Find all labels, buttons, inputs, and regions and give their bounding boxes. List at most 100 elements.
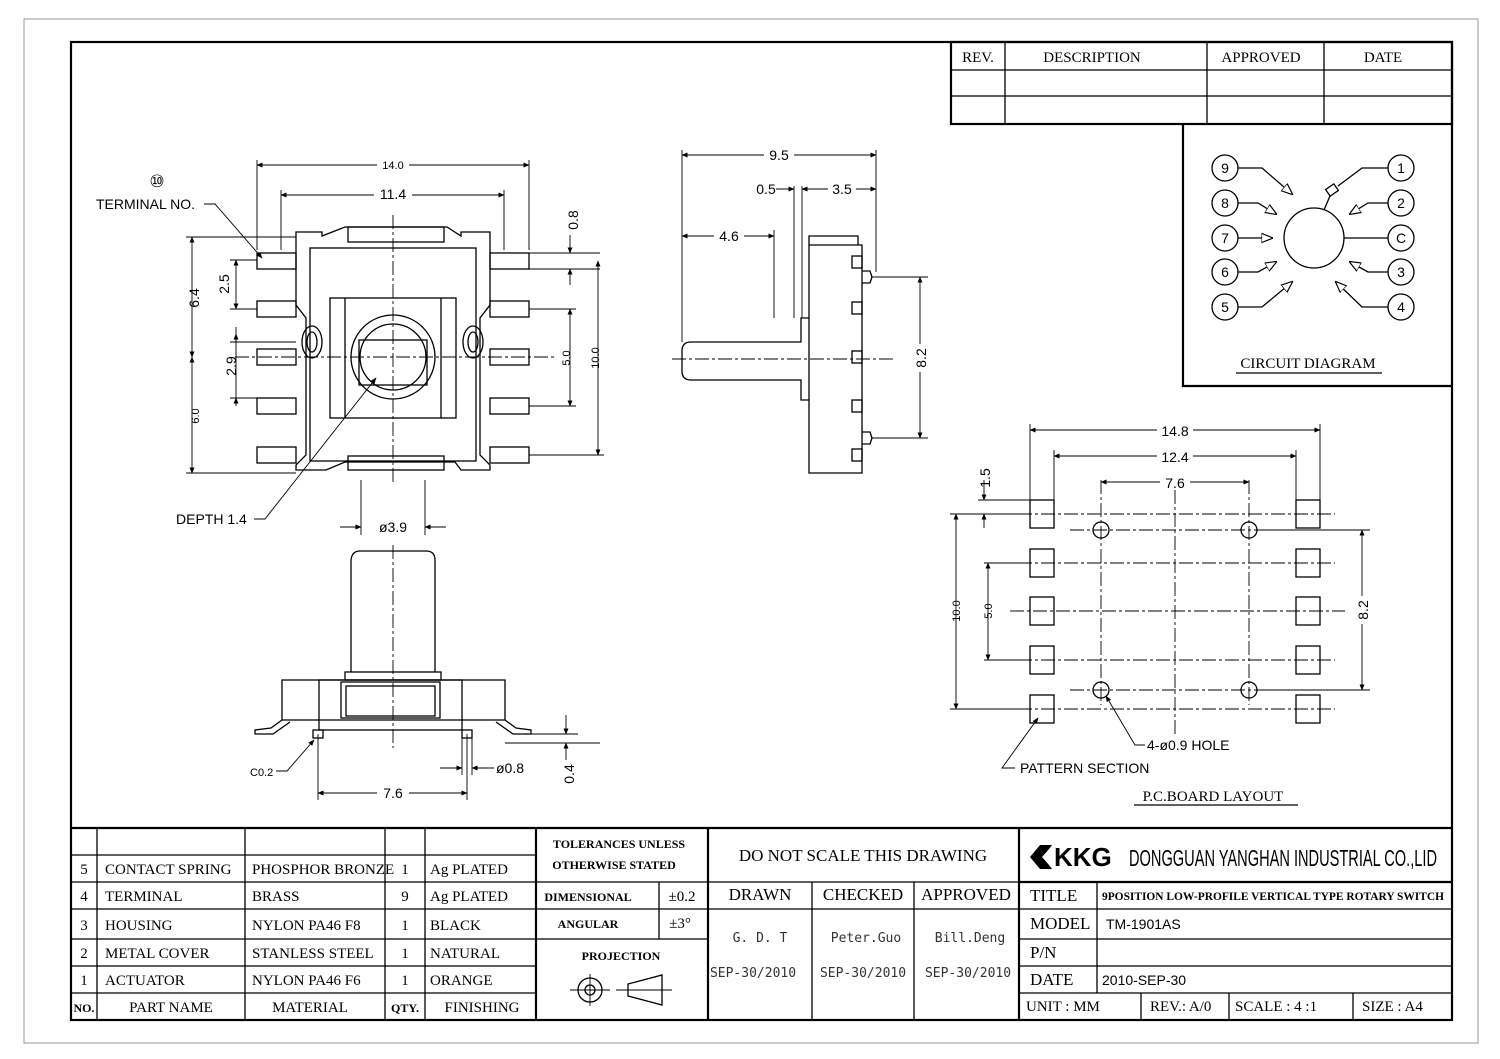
tolerances-block: TOLERANCES UNLESS OTHERWISE STATED DIMEN…: [536, 828, 710, 1020]
bom-no: 2: [80, 946, 88, 962]
unit-field: UNIT : MM: [1026, 999, 1100, 1015]
dim-3-5: 3.5: [832, 181, 852, 197]
bom-header-part: PART NAME: [129, 1000, 213, 1016]
dim-0-4: 0.4: [561, 764, 577, 784]
pin-8-label: 8: [1221, 195, 1229, 211]
bom-row: 2 METAL COVER STANLESS STEEL 1 NATURAL: [80, 946, 500, 962]
bom-qty: 9: [401, 889, 409, 905]
side-view: 9.5 0.5 3.5 4.6 8.2: [672, 146, 929, 474]
circuit-diagram: 9 8 7 6 5 1 2 C 3 4 CIRCUIT DIAGRAM: [1181, 124, 1452, 388]
bom-material: NYLON PA46 F8: [252, 918, 361, 934]
bom-qty: 1: [401, 918, 409, 934]
dim-1-5: 1.5: [977, 468, 993, 488]
pin-1-label: 1: [1397, 160, 1405, 176]
dim-0-8: 0.8: [565, 210, 581, 230]
title-value: 9POSITION LOW-PROFILE VERTICAL TYPE ROTA…: [1102, 889, 1445, 903]
dim-12-4: 12.4: [1161, 449, 1188, 465]
checked-date: SEP-30/2010: [820, 966, 906, 981]
revision-table: REV. DESCRIPTION APPROVED DATE: [949, 40, 1454, 126]
inner-border: [69, 40, 1454, 1022]
dim-7-6-front: 7.6: [383, 785, 403, 801]
company-block: KKG DONGGUAN YANGHAN INDUSTRIAL CO.,LID …: [1019, 842, 1452, 1020]
front-view: 7.6 ø0.8 C0.2 0.4: [250, 545, 600, 801]
pcb-layout-title: P.C.BOARD LAYOUT: [1143, 789, 1284, 805]
hole-label: 4-ø0.9 HOLE: [1147, 737, 1229, 753]
bom-part: TERMINAL: [105, 889, 183, 905]
date-header: DATE: [1364, 50, 1402, 66]
dim-6-4: 6.4: [186, 288, 202, 308]
title-label: TITLE: [1030, 886, 1077, 905]
title-block: [71, 826, 1452, 1020]
tolerances-title-1: TOLERANCES UNLESS: [553, 837, 685, 851]
pin-3-label: 3: [1397, 264, 1405, 280]
date-value: 2010-SEP-30: [1102, 972, 1186, 988]
rev-field: REV.: A/0: [1150, 999, 1211, 1015]
signoff-block: DO NOT SCALE THIS DRAWING DRAWN CHECKED …: [708, 828, 1021, 1020]
dim-5-0: 5.0: [561, 350, 573, 365]
terminal-no-symbol: ⑩: [149, 172, 164, 191]
checked-name: Peter.Guo: [831, 931, 901, 946]
model-label: MODEL: [1030, 914, 1090, 933]
dim-10-0: 10.0: [590, 347, 602, 368]
dim-7-6-pcb: 7.6: [1165, 475, 1185, 491]
dim-8-2-pcb: 8.2: [1355, 600, 1371, 620]
pin-6-label: 6: [1221, 264, 1229, 280]
dim-6-0: 6.0: [190, 408, 202, 423]
dim-10-0-pcb: 10.0: [951, 600, 963, 621]
scale-field: SCALE : 4 :1: [1235, 999, 1317, 1015]
bom-no: 3: [80, 918, 88, 934]
bom-qty: 1: [401, 862, 409, 878]
bom-material: STANLESS STEEL: [252, 946, 374, 962]
approved-date: SEP-30/2010: [925, 966, 1011, 981]
drawn-date: SEP-30/2010: [710, 966, 796, 981]
bom-material: PHOSPHOR BRONZE: [252, 862, 394, 878]
outer-border: [23, 18, 1479, 1044]
projection-label: PROJECTION: [582, 949, 661, 963]
dim-14-0: 14.0: [382, 160, 403, 172]
size-field: SIZE : A4: [1362, 999, 1423, 1015]
dim-0-5: 0.5: [756, 181, 776, 197]
date-label: DATE: [1030, 970, 1073, 989]
bom-header-no: NO.: [74, 1001, 95, 1015]
do-not-scale-note: DO NOT SCALE THIS DRAWING: [739, 846, 987, 865]
bom-finish: NATURAL: [430, 946, 500, 962]
dim-2-9: 2.9: [223, 356, 239, 376]
dim-2-5: 2.5: [216, 274, 232, 294]
bom-material: NYLON PA46 F6: [252, 973, 361, 989]
bom-finish: Ag PLATED: [430, 862, 508, 878]
bom-qty: 1: [401, 946, 409, 962]
bom-row: 3 HOUSING NYLON PA46 F8 1 BLACK: [80, 918, 481, 934]
dim-5-0-pcb: 5.0: [983, 603, 995, 618]
pattern-section-label: PATTERN SECTION: [1020, 760, 1149, 776]
pin-5-label: 5: [1221, 299, 1229, 315]
description-header: DESCRIPTION: [1043, 50, 1141, 66]
pin-7-label: 7: [1221, 230, 1229, 246]
angular-label: ANGULAR: [558, 917, 619, 931]
bom-table: 5 CONTACT SPRING PHOSPHOR BRONZE 1 Ag PL…: [74, 862, 520, 1016]
pcb-layout: 14.8 12.4 7.6 1.5 10.0 5.0 8.2 4-ø0.9 HO…: [950, 422, 1371, 806]
dim-d0-8: ø0.8: [496, 760, 524, 776]
pin-9-label: 9: [1221, 160, 1229, 176]
dim-d3-9: ø3.9: [379, 519, 407, 535]
bom-no: 5: [80, 862, 88, 878]
drawn-name: G. D. T: [733, 931, 788, 946]
bom-no: 4: [80, 889, 88, 905]
bom-part: ACTUATOR: [105, 973, 185, 989]
dimensional-value: ±0.2: [669, 889, 696, 905]
pin-2-label: 2: [1397, 195, 1405, 211]
dim-c0-2: C0.2: [250, 767, 273, 779]
bom-header-qty: QTY.: [391, 1001, 419, 1015]
bom-part: METAL COVER: [105, 946, 210, 962]
angular-value: ±3°: [669, 916, 691, 932]
third-angle-projection-icon: [570, 974, 672, 1006]
company-name: DONGGUAN YANGHAN INDUSTRIAL CO.,LID: [1129, 845, 1437, 871]
kkg-logo: KKG: [1030, 842, 1112, 872]
tolerances-title-2: OTHERWISE STATED: [552, 858, 676, 872]
pin-c-label: C: [1396, 230, 1406, 246]
bom-qty: 1: [401, 973, 409, 989]
logo-text: KKG: [1054, 842, 1112, 872]
bom-finish: ORANGE: [430, 973, 493, 989]
model-value: TM-1901AS: [1106, 916, 1181, 932]
bom-finish: Ag PLATED: [430, 889, 508, 905]
